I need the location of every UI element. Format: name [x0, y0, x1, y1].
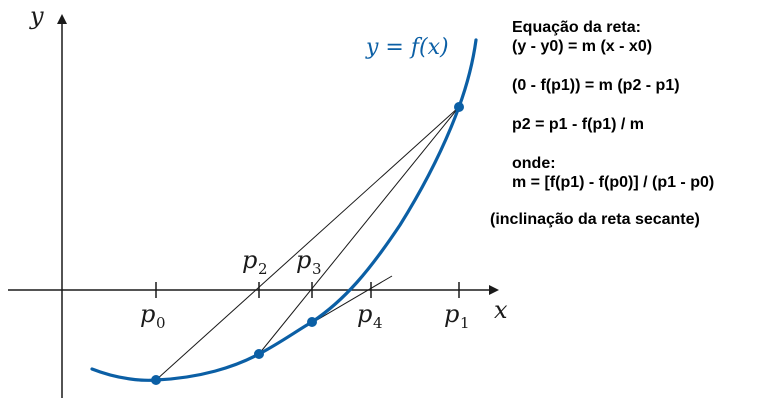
label-p2: p 2 — [242, 246, 268, 278]
secant-line-p0-p1 — [155, 106, 460, 381]
label-p1-name: p — [444, 300, 459, 328]
label-p1: p 1 — [444, 300, 470, 332]
point-f-p3 — [307, 317, 317, 327]
label-p3-name: p — [296, 246, 311, 274]
label-p0-sub: 0 — [156, 314, 166, 332]
label-p1-sub: 1 — [460, 314, 470, 332]
point-f-p1 — [454, 102, 464, 112]
label-p2-sub: 2 — [258, 260, 268, 278]
notes-solved-equation: p2 = p1 - f(p1) / m — [512, 116, 645, 133]
function-curve — [90, 38, 478, 382]
label-p4-name: p — [357, 300, 372, 328]
label-p3: p 3 — [296, 246, 322, 278]
point-f-p0 — [151, 375, 161, 385]
label-p4: p 4 — [357, 300, 383, 332]
label-p0-name: p — [140, 300, 155, 328]
notes-where: onde: — [512, 155, 556, 172]
notes-slope-formula: m = [f(p1) - f(p0)] / (p1 - p0) — [512, 174, 715, 191]
notes-line-equation: (y - y0) = m (x - x0) — [512, 38, 653, 55]
label-p2-name: p — [242, 246, 257, 274]
x-axis-label: x — [494, 296, 508, 324]
y-axis-label: y — [29, 2, 44, 30]
notes-heading: Equação da reta: — [512, 19, 641, 36]
notes-substituted-equation: (0 - f(p1)) = m (p2 - p1) — [512, 77, 680, 94]
label-p3-sub: 3 — [312, 260, 322, 278]
label-p0: p 0 — [140, 300, 166, 332]
label-p4-sub: 4 — [373, 314, 383, 332]
curve-label: y = f(x) — [365, 35, 449, 60]
secant-line-p2-p1 — [258, 106, 460, 355]
notes-slope-description: (inclinação da reta secante) — [490, 211, 700, 228]
formula-notes: Equação da reta: (y - y0) = m (x - x0) (… — [490, 18, 758, 229]
point-f-p2 — [254, 349, 264, 359]
